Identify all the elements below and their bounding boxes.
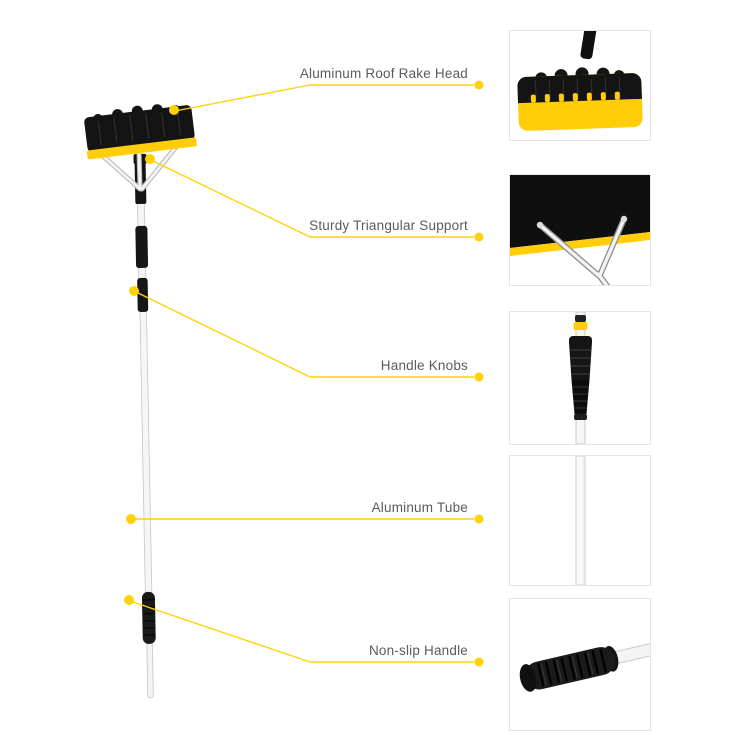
callout-label-non-slip-handle: Non-slip Handle (368, 643, 468, 658)
thumbnail-non-slip-handle-closeup (509, 598, 651, 731)
leader-line (135, 291, 474, 378)
thumbnail-roof-rake-head-closeup (509, 30, 651, 141)
knob-lower (571, 380, 590, 414)
callout-dot (169, 105, 179, 115)
handle-knob-upper (135, 225, 149, 269)
strut-bolt (536, 221, 544, 229)
callout-dot (474, 514, 484, 524)
non-slip-handle-closeup-image (519, 638, 650, 692)
pole-stub (580, 31, 597, 60)
blade-yellow-edge (86, 137, 197, 160)
callout-dot (124, 595, 134, 605)
leader-line (129, 600, 474, 663)
callout-dot (126, 514, 136, 524)
callout-label-handle-knobs: Handle Knobs (380, 358, 468, 373)
yellow-connector (573, 322, 588, 330)
grip (141, 591, 156, 644)
telescopic-pole (133, 153, 156, 699)
blade (517, 67, 643, 131)
leader-line (150, 159, 474, 238)
triangular-support (101, 144, 179, 192)
callout-label-roof-rake-head: Aluminum Roof Rake Head (299, 66, 468, 81)
handle-knobs-closeup-image (569, 312, 592, 444)
tube (575, 456, 586, 585)
callout-dot (474, 657, 484, 667)
aluminum-tube-closeup-image (575, 456, 586, 585)
callout-dot (474, 232, 484, 242)
thumbnail-triangular-support-closeup (509, 174, 651, 286)
rake-head (84, 104, 197, 160)
grip (524, 647, 616, 690)
knob-upper (569, 342, 592, 380)
leader-lines (129, 84, 474, 663)
thumbnail-aluminum-tube-closeup (509, 455, 651, 586)
callout-dots (124, 80, 484, 667)
callout-dot (474, 372, 484, 382)
strut-bolt (620, 215, 628, 223)
roof-rake-head-closeup-image (517, 31, 643, 131)
callout-label-aluminum-tube: Aluminum Tube (371, 500, 468, 515)
callout-dot (474, 80, 484, 90)
callout-dot (129, 286, 139, 296)
leader-line (174, 84, 474, 112)
callout-label-triangular-support: Sturdy Triangular Support (309, 218, 468, 233)
callout-dot (145, 154, 155, 164)
thumbnail-handle-knobs-closeup (509, 311, 651, 445)
triangular-support-closeup-image (510, 175, 650, 285)
